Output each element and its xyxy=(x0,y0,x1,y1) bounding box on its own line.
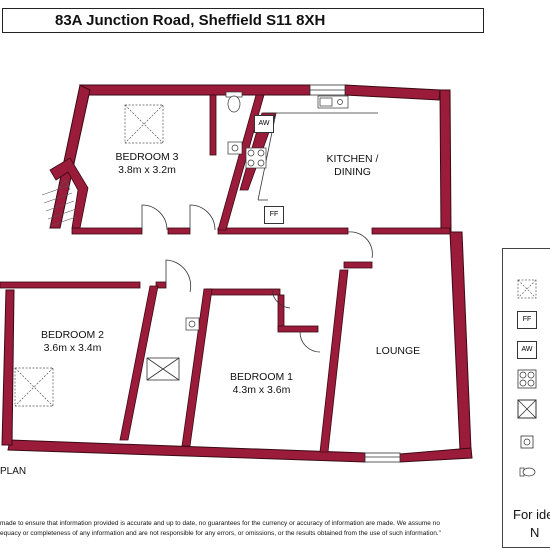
skylight-icon xyxy=(517,279,537,299)
kitchen-name-line2: DINING xyxy=(334,166,371,178)
legend-ff-label: FF xyxy=(522,316,532,323)
bedroom-2-name: BEDROOM 2 xyxy=(40,329,104,341)
fridge-freezer-label: FF xyxy=(269,211,279,218)
legend-footer-line-2: N xyxy=(530,525,540,540)
hob-icon xyxy=(517,369,537,389)
kitchen-name-line1: KITCHEN / xyxy=(326,153,379,165)
sink-icon xyxy=(520,435,534,449)
lounge-name: LOUNGE xyxy=(375,345,421,357)
bedroom-1-size: 4.3m x 3.6m xyxy=(232,384,291,396)
washing-machine-icon: AW xyxy=(254,115,274,133)
kitchen-label: KITCHEN / DINING xyxy=(305,153,400,179)
bedroom-3-name: BEDROOM 3 xyxy=(115,151,179,163)
shower-icon xyxy=(517,399,537,419)
kitchen-sink-icon xyxy=(317,95,349,109)
bedroom-2-size: 3.6m x 3.4m xyxy=(43,342,102,354)
toilet-icon xyxy=(225,91,243,113)
address-title-box: 83A Junction Road, Sheffield S11 8XH xyxy=(2,8,484,33)
hob-icon xyxy=(245,147,267,169)
bedroom-1-name: BEDROOM 1 xyxy=(229,371,293,383)
shower-icon xyxy=(146,357,180,381)
fridge-freezer-icon: FF xyxy=(264,206,284,224)
outer-walls xyxy=(1,84,473,463)
toilet-icon xyxy=(519,467,536,477)
disclaimer-line-1: made to ensure that information provided… xyxy=(0,520,440,527)
address-title: 83A Junction Road, Sheffield S11 8XH xyxy=(55,12,326,29)
bedroom-3-size: 3.8m x 3.2m xyxy=(118,164,176,176)
skylight-icon xyxy=(14,367,54,407)
legend-box: FF AW For ide N xyxy=(502,248,550,548)
doors xyxy=(141,204,373,353)
plan-label: PLAN xyxy=(0,466,27,477)
kitchen-worktop xyxy=(257,112,378,201)
legend-footer: For ide N xyxy=(513,506,550,542)
disclaimer: made to ensure that information provided… xyxy=(0,519,520,539)
windows xyxy=(309,84,401,463)
sink-icon xyxy=(227,141,243,155)
washing-machine-icon: AW xyxy=(517,341,537,359)
bedroom-1-label: BEDROOM 1 4.3m x 3.6m xyxy=(214,371,309,397)
fridge-freezer-icon: FF xyxy=(517,311,537,329)
legend-aw-label: AW xyxy=(521,346,533,353)
bedroom-3-label: BEDROOM 3 3.8m x 3.2m xyxy=(102,151,192,177)
skylight-icon xyxy=(124,104,164,144)
disclaimer-line-2: equacy or completeness of any informatio… xyxy=(0,530,441,537)
sink-icon xyxy=(185,317,200,331)
washing-machine-label: AW xyxy=(258,120,270,127)
bedroom-2-label: BEDROOM 2 3.6m x 3.4m xyxy=(25,329,120,355)
legend-footer-line-1: For ide xyxy=(513,507,550,522)
staircase xyxy=(41,179,77,227)
lounge-label: LOUNGE xyxy=(358,345,438,358)
